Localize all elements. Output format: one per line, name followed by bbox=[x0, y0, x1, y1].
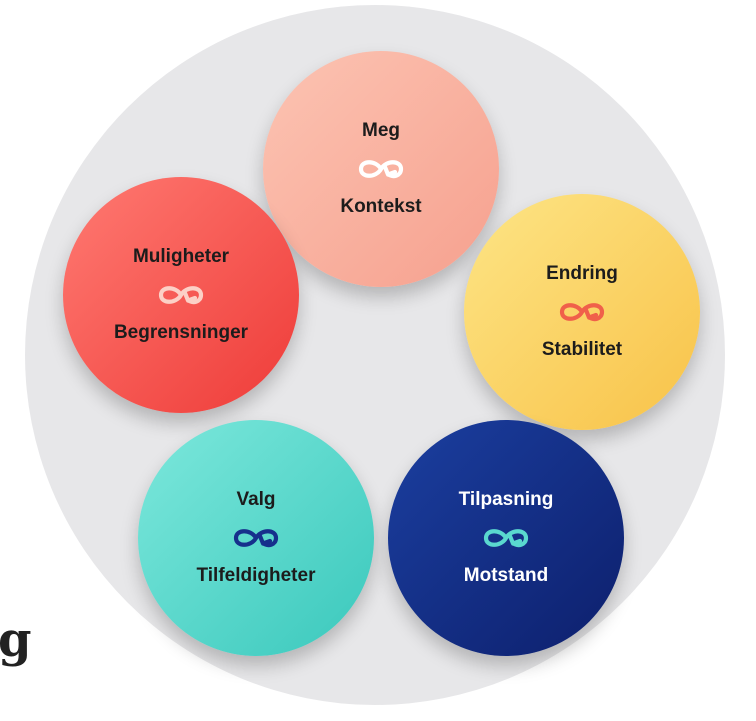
node-valg: Valg Tilfeldigheter bbox=[138, 420, 374, 656]
infinity-arrow-icon bbox=[158, 286, 204, 305]
node-bottom-label: Begrensninger bbox=[113, 322, 249, 343]
node-endring: Endring Stabilitet bbox=[464, 194, 700, 430]
node-bottom-label: Motstand bbox=[463, 565, 549, 586]
node-tilpasning: Tilpasning Motstand bbox=[388, 420, 624, 656]
node-top-label: Muligheter bbox=[132, 246, 230, 267]
page-letter: g bbox=[0, 612, 32, 668]
node-bottom-label: Tilfeldigheter bbox=[196, 565, 316, 586]
node-bottom-label: Kontekst bbox=[340, 196, 422, 217]
infinity-arrow-icon bbox=[233, 529, 279, 548]
node-bottom-label: Stabilitet bbox=[541, 339, 623, 360]
node-top-label: Meg bbox=[362, 120, 400, 141]
node-top-label: Valg bbox=[236, 489, 276, 510]
infinity-arrow-icon bbox=[358, 160, 404, 179]
node-top-label: Endring bbox=[546, 263, 618, 284]
infinity-arrow-icon bbox=[483, 529, 529, 548]
node-muligheter: Muligheter Begrensninger bbox=[63, 177, 299, 413]
infinity-arrow-icon bbox=[559, 303, 605, 322]
node-top-label: Tilpasning bbox=[458, 489, 554, 510]
node-meg: Meg Kontekst bbox=[263, 51, 499, 287]
